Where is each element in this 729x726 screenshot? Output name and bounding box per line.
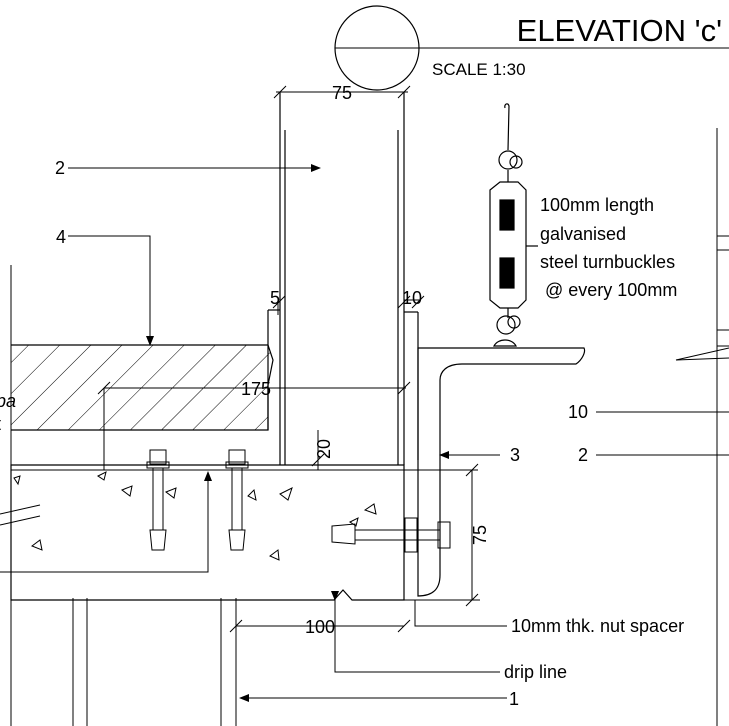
callout-2-top: 2 [55,158,65,178]
dim-slab-depth: 75 [470,525,490,545]
steel-channel [417,347,586,597]
dimension-lines [97,85,480,633]
clipped-text-a: pa [0,391,16,411]
leader-lines [0,164,729,702]
turnbuckle-note-line1: 100mm length [540,195,654,215]
callout-2-right: 2 [578,445,588,465]
callout-3: 3 [510,445,520,465]
dim-span: 175 [241,379,271,399]
turnbuckle-note-line2: galvanised [540,224,626,244]
dim-bearing: 20 [314,439,334,459]
dim-post-width: 75 [332,83,352,103]
post-element [267,92,419,465]
turnbuckle-note-line3: steel turnbuckles [540,252,675,272]
dimension-labels: 75 5 10 175 20 75 100 [241,83,490,637]
callout-4: 4 [56,227,66,247]
drip-line-note: drip line [504,662,567,682]
title-label: ELEVATION 'c' [517,13,722,48]
scale-label: SCALE 1:30 [432,60,526,79]
callout-10-right: 10 [568,402,588,422]
turnbuckle [489,103,538,347]
turnbuckle-note-line4: @ every 100mm [545,280,677,300]
existing-structure [10,128,729,726]
dim-gap-right: 10 [402,288,422,308]
concrete-aggregate [13,471,377,561]
concrete-slab [0,464,478,601]
dim-overhang: 100 [305,617,335,637]
callout-1: 1 [509,689,519,709]
nut-spacer-note: 10mm thk. nut spacer [511,616,684,636]
anchor-bolts [146,449,451,553]
title-block: ELEVATION 'c' SCALE 1:30 [334,5,729,91]
notes: 100mm length galvanised steel turnbuckle… [504,195,684,682]
dim-gap-left: 5 [270,288,280,308]
callout-labels: 2 4 3 10 2 1 pa t [0,158,588,709]
clipped-text-b: t [0,414,1,434]
